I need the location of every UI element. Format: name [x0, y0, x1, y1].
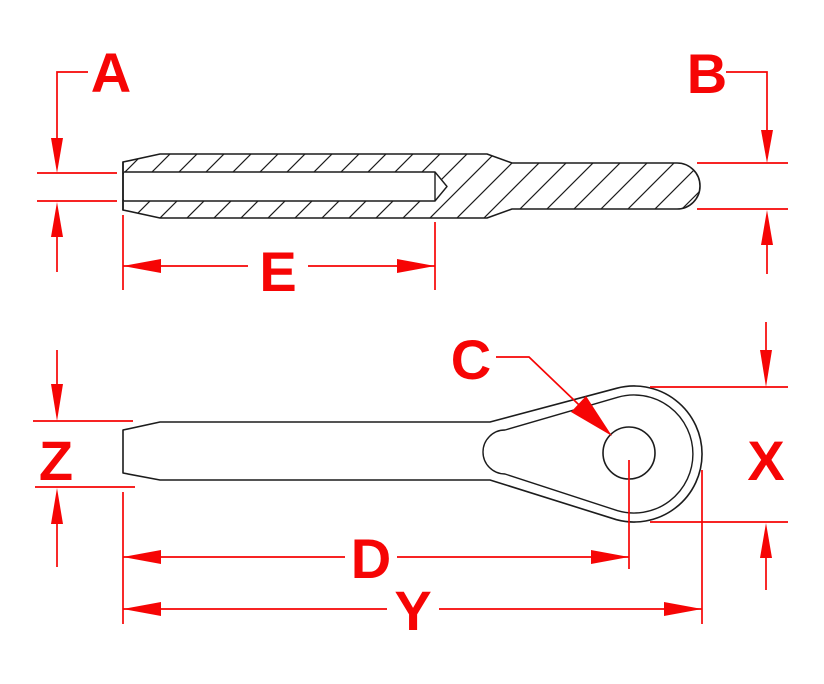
arrowhead-up: [760, 523, 772, 558]
dimension-x: X: [650, 322, 788, 590]
eye-inner-profile: [482, 394, 694, 514]
top-view-swage-sleeve: [122, 153, 701, 219]
dim-label-z: Z: [39, 429, 73, 492]
bottom-view-eye-terminal: [122, 385, 703, 523]
dim-label-y: Y: [394, 579, 431, 642]
arrowhead-down: [761, 130, 773, 163]
arrowhead-up: [761, 210, 773, 245]
sleeve-bore-cavity: [124, 172, 447, 201]
dim-label-d: D: [351, 527, 391, 590]
dimension-z: Z: [33, 350, 135, 567]
leader-line: [56, 71, 88, 138]
dimension-b: B: [687, 42, 788, 274]
dimension-y: Y: [123, 470, 703, 642]
arrowhead-leader: [571, 396, 612, 436]
arrowhead-down: [760, 350, 772, 387]
leader-line: [726, 71, 768, 132]
arrowhead-up: [51, 202, 63, 237]
dimension-d: D: [123, 460, 630, 590]
dim-label-x: X: [747, 429, 784, 492]
dimension-c: C: [451, 328, 612, 436]
dim-label-a: A: [91, 41, 131, 104]
dimension-e: E: [122, 215, 436, 303]
dim-label-b: B: [687, 42, 727, 105]
dimension-a: A: [37, 41, 131, 272]
dim-label-e: E: [259, 240, 296, 303]
leader-line: [496, 356, 601, 426]
arrowhead-down: [51, 138, 63, 173]
arrowhead-right: [591, 550, 629, 564]
sleeve-bore-outline: [124, 171, 448, 202]
arrowhead-right: [397, 259, 435, 273]
dim-label-c: C: [451, 328, 491, 391]
arrowhead-up: [51, 488, 63, 524]
arrowhead-left: [123, 550, 161, 564]
arrowhead-left: [123, 602, 161, 616]
arrowhead-left: [123, 259, 161, 273]
eye-outer-profile: [122, 385, 703, 523]
arrowhead-down: [51, 384, 63, 421]
arrowhead-right: [664, 602, 702, 616]
